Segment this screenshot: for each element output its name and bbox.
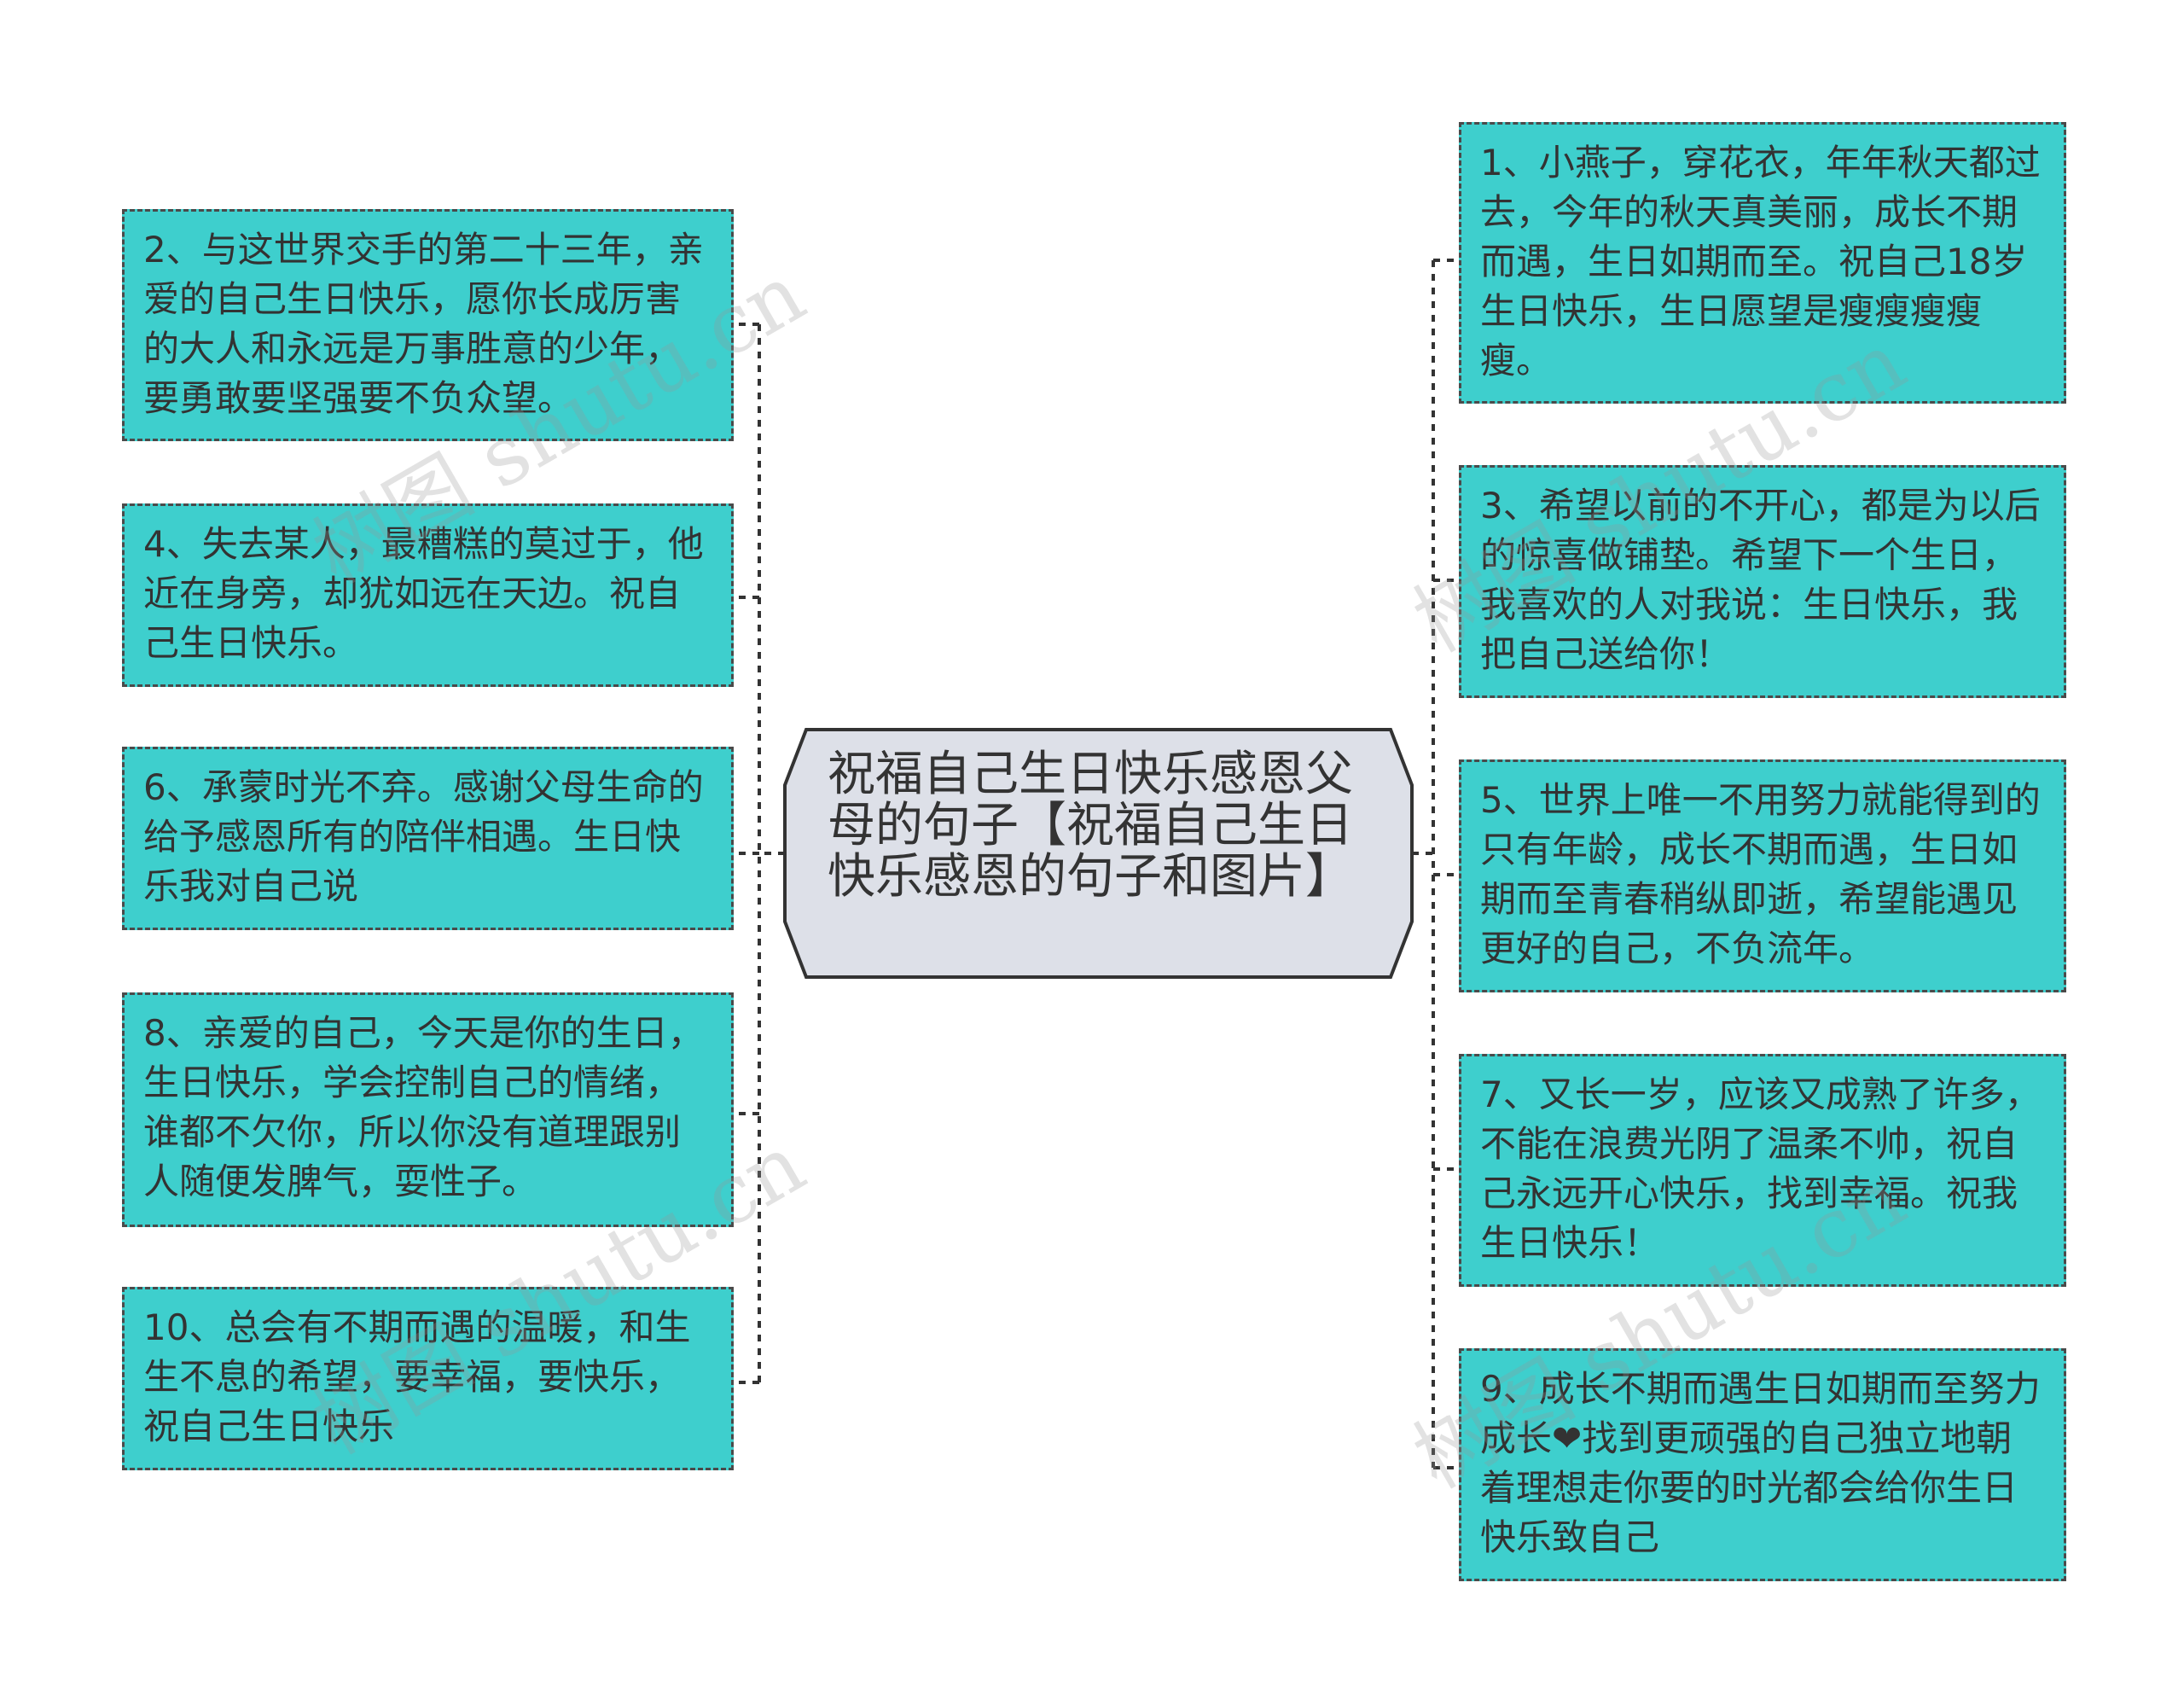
left-node-10[interactable]: 10、总会有不期而遇的温暖，和生生不息的希望，要幸福，要快乐，祝自己生日快乐	[122, 1287, 734, 1470]
root-node-shape	[783, 728, 1414, 979]
left-node-8[interactable]: 8、亲爱的自己，今天是你的生日，生日快乐，学会控制自己的情绪，谁都不欠你，所以你…	[122, 992, 734, 1227]
right-node-7[interactable]: 7、又长一岁，应该又成熟了许多，不能在浪费光阴了温柔不帅，祝自己永远开心快乐，找…	[1459, 1054, 2066, 1287]
left-node-2[interactable]: 2、与这世界交手的第二十三年，亲爱的自己生日快乐，愿你长成厉害的大人和永远是万事…	[122, 209, 734, 441]
left-connectors	[734, 323, 785, 1384]
left-node-6[interactable]: 6、承蒙时光不弃。感谢父母生命的给予感恩所有的陪伴相遇。生日快乐我对自己说	[122, 747, 734, 930]
right-node-1[interactable]: 1、小燕子，穿花衣，年年秋天都过去，今年的秋天真美丽，成长不期而遇，生日如期而至…	[1459, 122, 2066, 404]
root-node-text[interactable]: 祝福自己生日快乐感恩父母的句子【祝福自己生日快乐感恩的句子和图片】	[828, 747, 1353, 905]
right-connectors	[1412, 259, 1459, 1469]
left-node-4[interactable]: 4、失去某人，最糟糕的莫过于，他近在身旁，却犹如远在天边。祝自己生日快乐。	[122, 503, 734, 687]
right-node-5[interactable]: 5、世界上唯一不用努力就能得到的只有年龄，成长不期而遇，生日如期而至青春稍纵即逝…	[1459, 759, 2066, 992]
right-node-9[interactable]: 9、成长不期而遇生日如期而至努力成长❤找到更顽强的自己独立地朝着理想走你要的时光…	[1459, 1348, 2066, 1581]
right-node-3[interactable]: 3、希望以前的不开心，都是为以后的惊喜做铺垫。希望下一个生日，我喜欢的人对我说：…	[1459, 465, 2066, 698]
